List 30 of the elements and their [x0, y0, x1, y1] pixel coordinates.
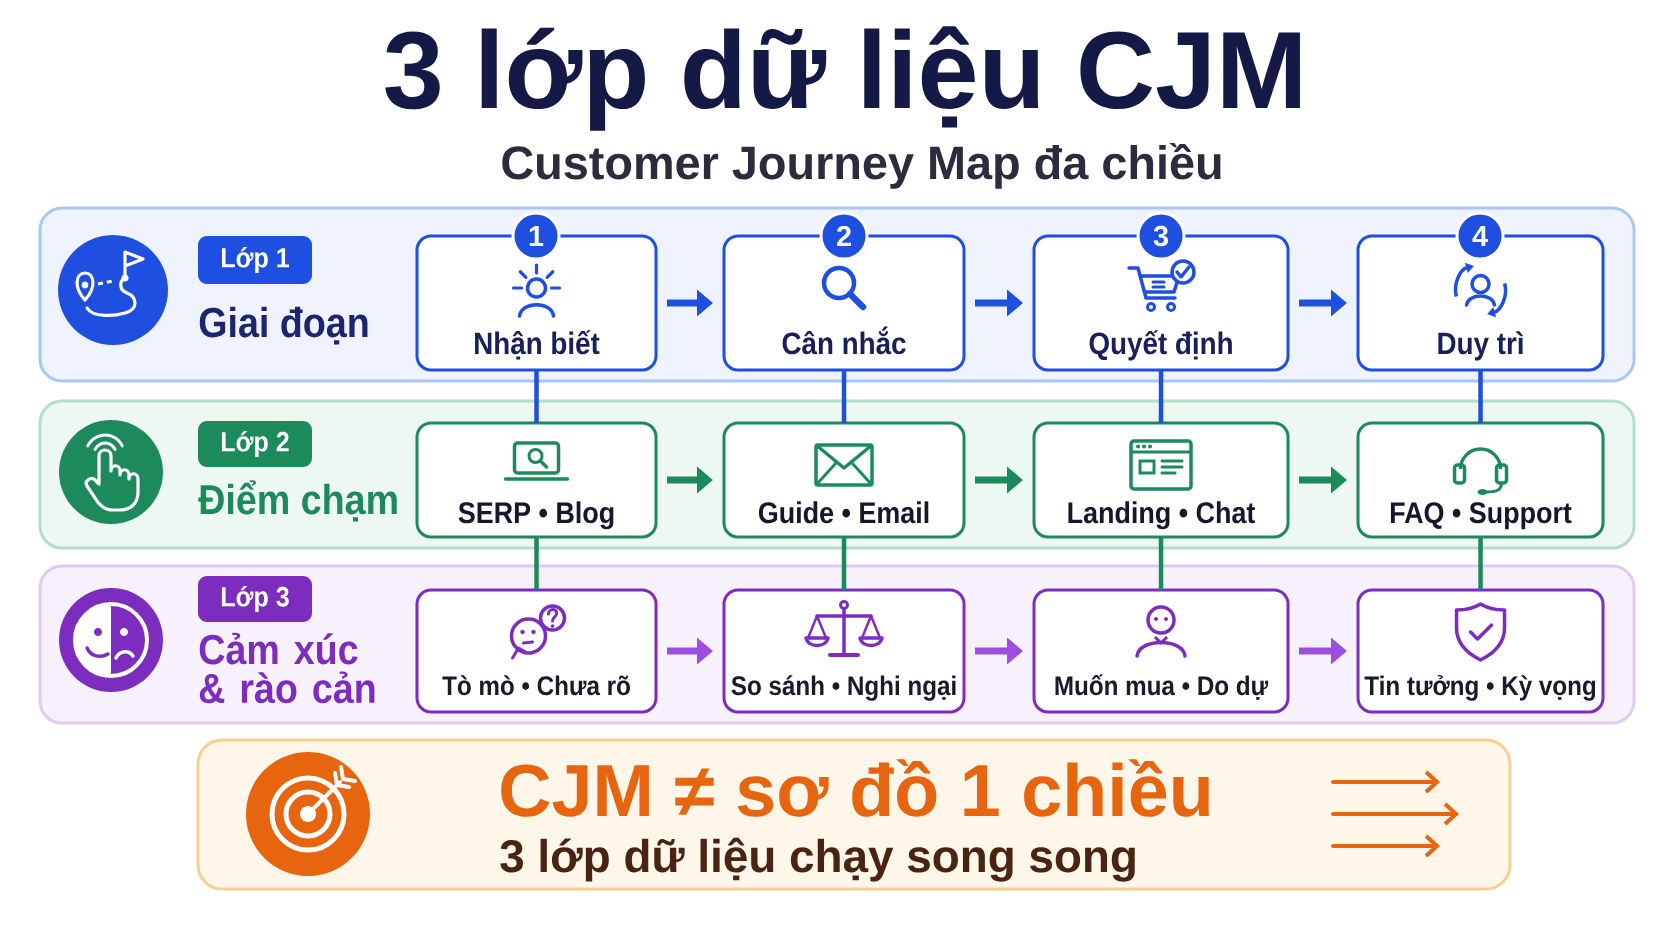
stage-box: Muốn mua • Do dự — [1032, 588, 1290, 714]
layer-heading: Giai đoạn — [199, 306, 368, 345]
layer-heading: Cảm xúc & rào cản — [199, 632, 375, 704]
connector-line — [1478, 370, 1483, 423]
title: 3 lớp dữ liệu CJM — [385, 26, 1300, 131]
connector-line — [534, 370, 539, 423]
tagline: 3 lớp dữ liệu chạy song song — [500, 837, 1135, 882]
layer-badge: Lớp 1 — [198, 236, 312, 284]
connector-line — [841, 537, 847, 590]
connector-line — [1478, 537, 1483, 590]
stage-box: Landing • Chat — [1032, 421, 1290, 539]
stage-box: Guide • Email — [722, 421, 966, 539]
subtitle: Customer Journey Map đa chiều — [502, 143, 1221, 189]
stage-box: Tin tưởng • Kỳ vọng — [1356, 588, 1605, 714]
layer-badge: Lớp 3 — [198, 576, 312, 622]
step-number: 3 — [1136, 211, 1186, 261]
stage-box: FAQ • Support — [1356, 421, 1605, 539]
step-number: 4 — [1455, 211, 1505, 261]
connector-line — [534, 537, 539, 590]
step-number: 2 — [819, 211, 869, 261]
stage-box: SERP • Blog — [415, 421, 658, 539]
connector-line — [1158, 370, 1164, 423]
connector-line — [841, 370, 847, 423]
stage-box: So sánh • Nghi ngại — [722, 588, 966, 714]
stage-box: Tò mò • Chưa rõ — [415, 588, 658, 714]
layer-heading: Điểm chạm — [198, 480, 397, 522]
layer-badge: Lớp 2 — [198, 421, 312, 467]
step-number: 1 — [511, 211, 561, 261]
headline: CJM ≠ sơ đồ 1 chiều — [501, 759, 1209, 817]
connector-line — [1158, 537, 1164, 590]
